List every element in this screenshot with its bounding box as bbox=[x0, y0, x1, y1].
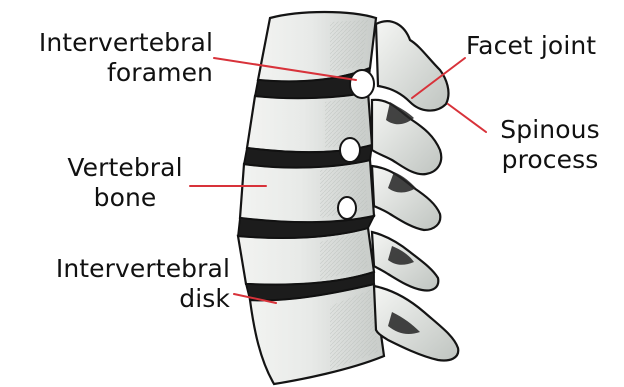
label-facet-joint-line1: Facet joint bbox=[466, 31, 596, 61]
label-spinous-process-line1: Spinous bbox=[486, 115, 614, 145]
label-vertebral-bone: Vertebral bone bbox=[60, 153, 190, 213]
label-intervertebral-foramen-line2: foramen bbox=[8, 58, 213, 88]
process-5 bbox=[374, 286, 458, 361]
foramen-2 bbox=[340, 138, 360, 162]
label-spinous-process-line2: process bbox=[486, 145, 614, 175]
label-vertebral-bone-line2: bone bbox=[60, 183, 190, 213]
label-vertebral-bone-line1: Vertebral bbox=[60, 153, 190, 183]
label-facet-joint: Facet joint bbox=[466, 31, 596, 61]
label-intervertebral-disk-line1: Intervertebral bbox=[24, 254, 230, 284]
label-intervertebral-foramen: Intervertebral foramen bbox=[8, 28, 213, 88]
process-3 bbox=[372, 166, 440, 230]
leader-spinous-process bbox=[448, 104, 486, 132]
label-intervertebral-disk: Intervertebral disk bbox=[24, 254, 230, 314]
label-spinous-process: Spinous process bbox=[486, 115, 614, 175]
foramen-3 bbox=[338, 197, 356, 219]
label-intervertebral-foramen-line1: Intervertebral bbox=[8, 28, 213, 58]
label-intervertebral-disk-line2: disk bbox=[24, 284, 230, 314]
foramen-1 bbox=[350, 70, 374, 98]
